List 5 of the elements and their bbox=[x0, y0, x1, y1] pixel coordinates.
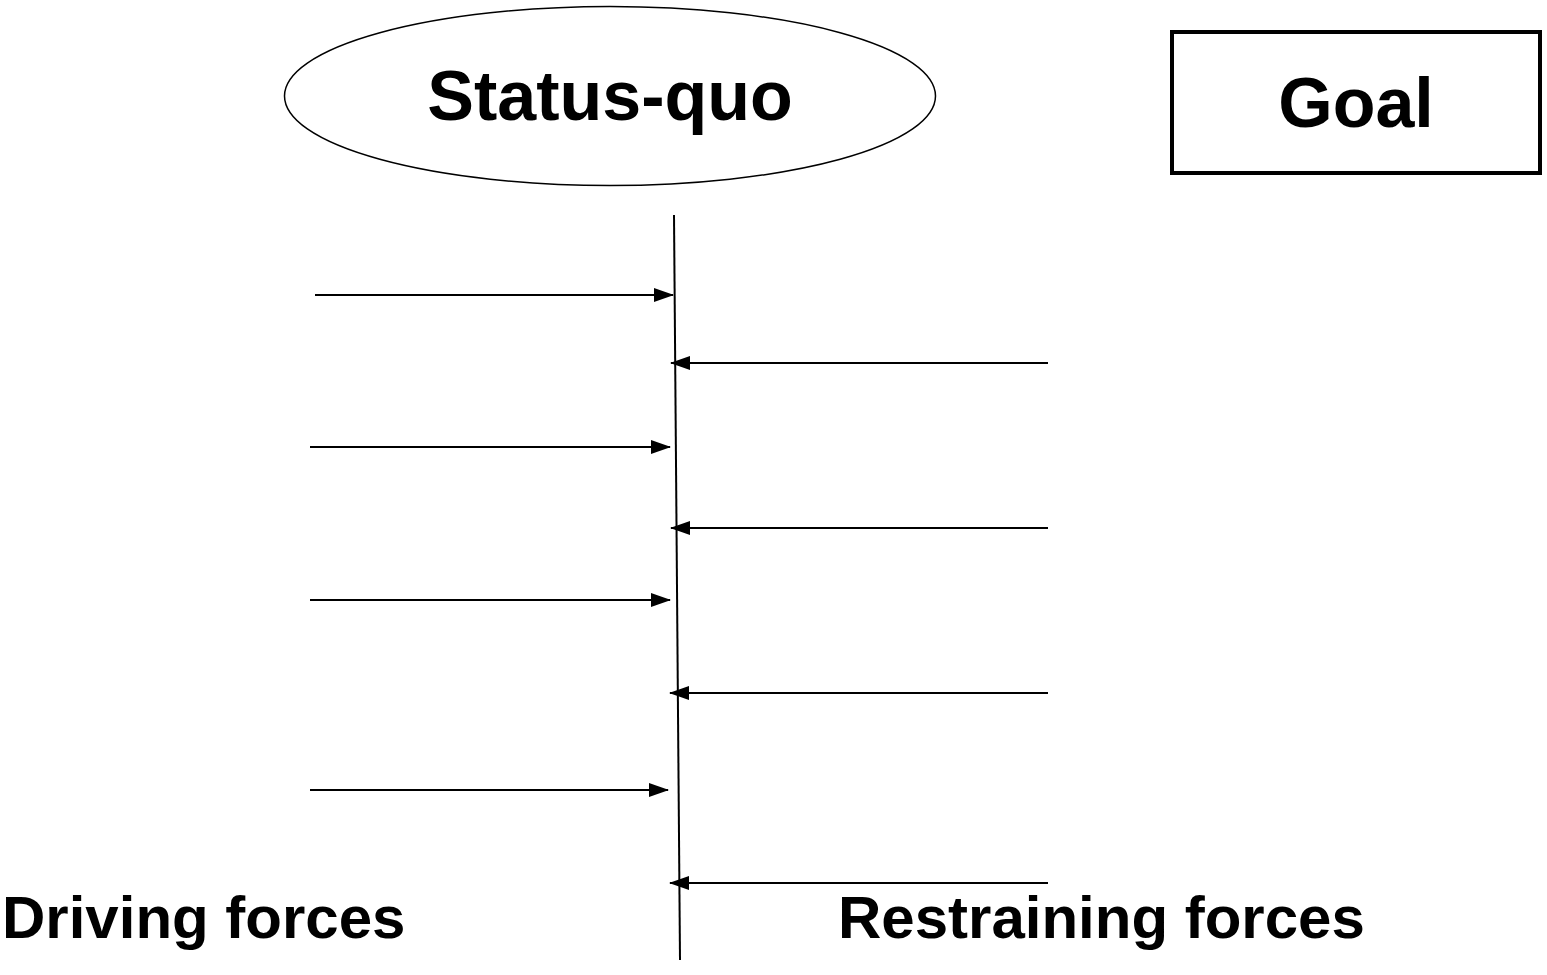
node-title: Goal bbox=[1278, 67, 1434, 138]
force-heading: Driving forces bbox=[2, 888, 406, 948]
force-heading: Restraining forces bbox=[838, 888, 1365, 948]
rectangle-node bbox=[1170, 30, 1542, 175]
oval-node bbox=[283, 5, 937, 187]
